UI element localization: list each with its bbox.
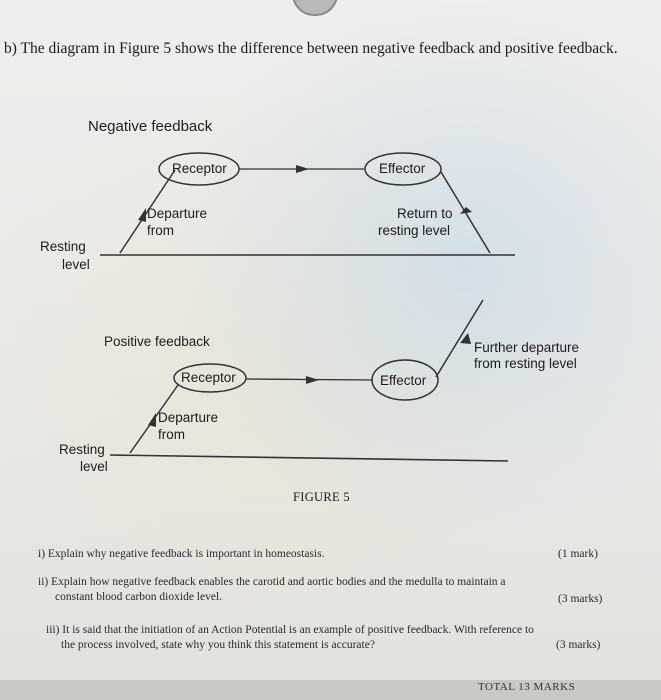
sub-question-i-marks: (1 mark) [558, 548, 598, 560]
sub-question-ii-line1: ii) Explain how negative feedback enable… [38, 576, 506, 588]
neg-departure-arrow-icon [138, 208, 146, 222]
neg-receptor-label: Receptor [172, 161, 227, 176]
sub-question-ii-marks: (3 marks) [558, 593, 603, 605]
neg-resting-label-1: Resting [40, 239, 86, 254]
pos-further-label-1: Further departure [474, 340, 580, 355]
pos-receptor-label: Receptor [181, 370, 236, 385]
neg-resting-label-2: level [62, 257, 90, 272]
sub-question-iii-line1: iii) It is said that the initiation of a… [46, 624, 534, 636]
page-edge-shadow [0, 680, 661, 700]
pos-departure-arrow-icon [148, 413, 156, 427]
neg-departure-label-1: Departure [147, 206, 208, 221]
neg-effector-label: Effector [379, 161, 426, 176]
pos-further-departure-line [435, 299, 484, 378]
neg-flow-arrow-icon [296, 165, 309, 173]
figure-label: FIGURE 5 [293, 490, 350, 504]
pos-resting-label-1: Resting [59, 442, 105, 457]
neg-return-label-1: Return to [397, 206, 453, 221]
total-marks: TOTAL 13 MARKS [478, 681, 576, 693]
pos-departure-label-2: from [158, 427, 185, 442]
positive-feedback-title: Positive feedback [104, 334, 210, 349]
negative-feedback-title: Negative feedback [88, 118, 213, 135]
sub-question-ii-line2: constant blood carbon dioxide level. [55, 591, 223, 603]
pos-further-arrow-icon [460, 333, 471, 344]
neg-return-label-2: resting level [378, 223, 451, 238]
pos-effector-oval [371, 359, 439, 401]
pos-resting-label-2: level [80, 459, 108, 474]
sub-question-iii-marks: (3 marks) [556, 639, 601, 651]
neg-departure-line [119, 169, 176, 254]
pos-further-label-2: from resting level [474, 356, 577, 371]
neg-departure-label-2: from [147, 223, 174, 238]
pos-flow-arrow-icon [306, 376, 319, 384]
neg-effector-oval [364, 152, 442, 186]
pos-departure-label-1: Departure [158, 410, 219, 425]
sub-question-i: i) Explain why negative feedback is impo… [38, 548, 325, 560]
pos-effector-label: Effector [380, 373, 427, 388]
pos-resting-level-line [109, 454, 509, 462]
neg-return-arrow-icon [460, 207, 472, 214]
question-intro: b) The diagram in Figure 5 shows the dif… [4, 40, 618, 57]
pos-receptor-oval [173, 363, 247, 393]
sub-question-iii-line2: the process involved, state why you thin… [61, 639, 375, 651]
